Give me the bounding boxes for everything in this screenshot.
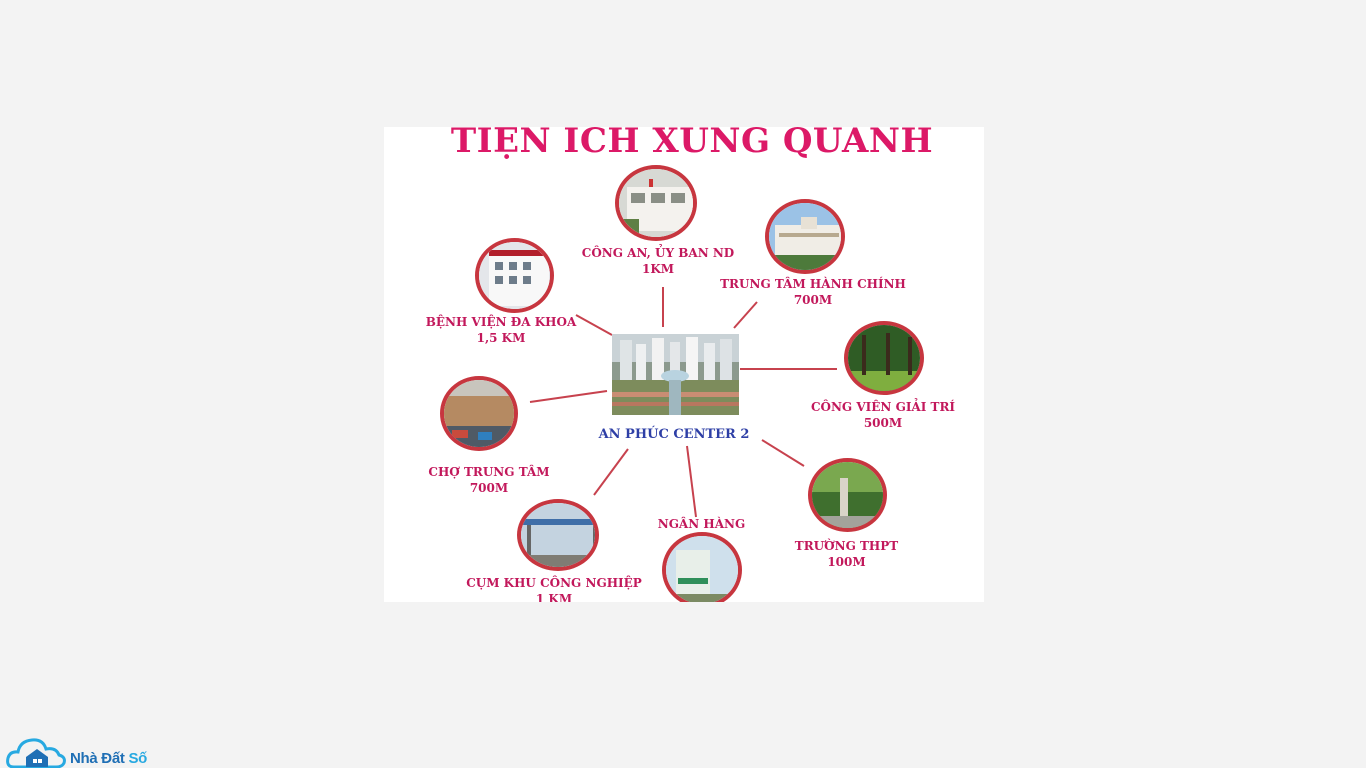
market-photo — [440, 376, 518, 451]
amenity-name: CHỢ TRUNG TÂM — [428, 465, 550, 479]
amenity-distance: 700M — [793, 293, 833, 307]
industrial-photo — [517, 499, 599, 571]
logo-text-accent: Số — [128, 750, 148, 767]
amenity-distance: 1,5 KM — [476, 331, 526, 345]
amenity-label: CÔNG VIÊN GIẢI TRÍ 500M — [788, 399, 978, 431]
amenity-distance: 1KM — [641, 262, 675, 276]
amenity-name: TRUNG TÂM HÀNH CHÍNH — [720, 277, 906, 291]
project-photo — [612, 334, 739, 415]
connector-line — [529, 390, 608, 403]
amenity-distance: 700M — [469, 481, 509, 495]
logo-text: Nhà Đất Số — [70, 750, 147, 767]
logo-text-main: Nhà Đất — [70, 750, 129, 767]
bank-photo — [662, 532, 742, 602]
connector-line — [733, 301, 758, 329]
amenity-label: TRUNG TÂM HÀNH CHÍNH 700M — [706, 276, 920, 308]
amenity-name: CỤM KHU CÔNG NGHIỆP — [466, 576, 642, 590]
amenity-label: TRƯỜNG THPT 100M — [774, 538, 919, 570]
site-logo[interactable]: Nhà Đất Số — [6, 733, 147, 768]
hospital-photo — [475, 238, 554, 313]
amenity-name: BỆNH VIỆN ĐA KHOA — [425, 315, 577, 329]
image-title: TIỆN ÍCH XUNG QUANH — [450, 127, 934, 161]
school-photo — [808, 458, 887, 532]
project-name: AN PHÚC CENTER 2 — [598, 427, 750, 442]
amenity-name: CÔNG AN, ỦY BAN ND — [581, 246, 735, 260]
amenity-name: CÔNG VIÊN GIẢI TRÍ — [810, 400, 956, 414]
connector-line — [761, 439, 805, 467]
admin-center-photo — [765, 199, 845, 274]
amenity-label: BỆNH VIỆN ĐA KHOA 1,5 KM — [406, 314, 596, 346]
police-photo — [615, 165, 697, 241]
connector-line — [575, 314, 613, 336]
amenity-name: NGÂN HÀNG — [657, 517, 746, 531]
connector-lines — [529, 287, 837, 518]
amenity-label: CHỢ TRUNG TÂM 700M — [414, 464, 564, 496]
amenity-label: NGÂN HÀNG — [639, 516, 764, 532]
amenity-distance: 500M — [863, 416, 903, 430]
amenity-label: CỤM KHU CÔNG NGHIỆP 1 KM — [454, 575, 654, 602]
amenity-label: CÔNG AN, ỦY BAN ND 1KM — [573, 245, 743, 277]
amenity-name: TRƯỜNG THPT — [794, 539, 899, 553]
house-cloud-icon — [6, 738, 66, 768]
amenity-distance: 100M — [827, 555, 866, 569]
connector-line — [686, 445, 697, 518]
amenity-distance: 1 KM — [535, 592, 573, 602]
main-image: TIỆN ÍCH XUNG QUANH AN PHÚC CENTE — [384, 127, 984, 602]
park-photo — [844, 321, 924, 395]
connector-line — [593, 448, 629, 496]
